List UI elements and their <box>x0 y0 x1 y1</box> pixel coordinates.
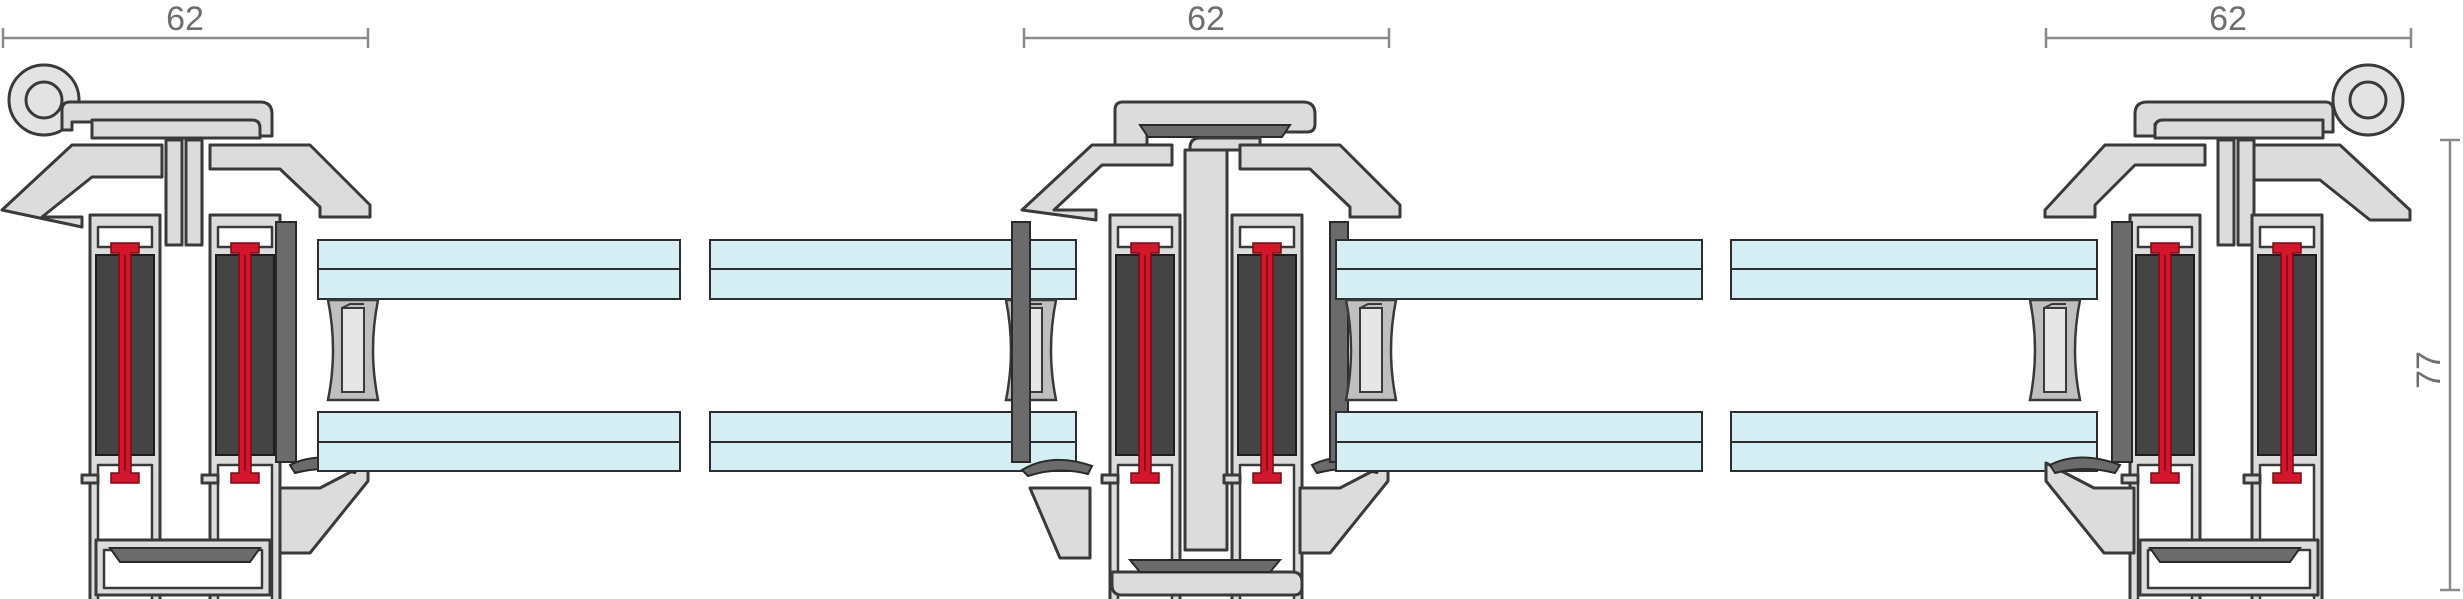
dimension-label-center: 62 <box>1187 0 1225 38</box>
dimension-height: 77 <box>2410 138 2460 592</box>
center-right-glass-unit <box>1335 239 1703 472</box>
right-glass-unit <box>1730 239 2098 472</box>
dimension-center: 62 <box>1022 0 1391 48</box>
left-glass-unit <box>317 239 681 472</box>
dimension-label-left: 62 <box>166 0 204 38</box>
center-interlock-profile <box>1011 100 1402 599</box>
roller-wheel-right <box>2331 63 2405 137</box>
left-frame-profile <box>0 63 372 599</box>
dimension-right: 62 <box>2044 0 2413 48</box>
dimension-left: 62 <box>1 0 370 48</box>
right-frame-profile <box>2043 63 2412 599</box>
dimension-label-right: 62 <box>2209 0 2247 38</box>
dimension-label-height: 77 <box>2410 351 2448 389</box>
